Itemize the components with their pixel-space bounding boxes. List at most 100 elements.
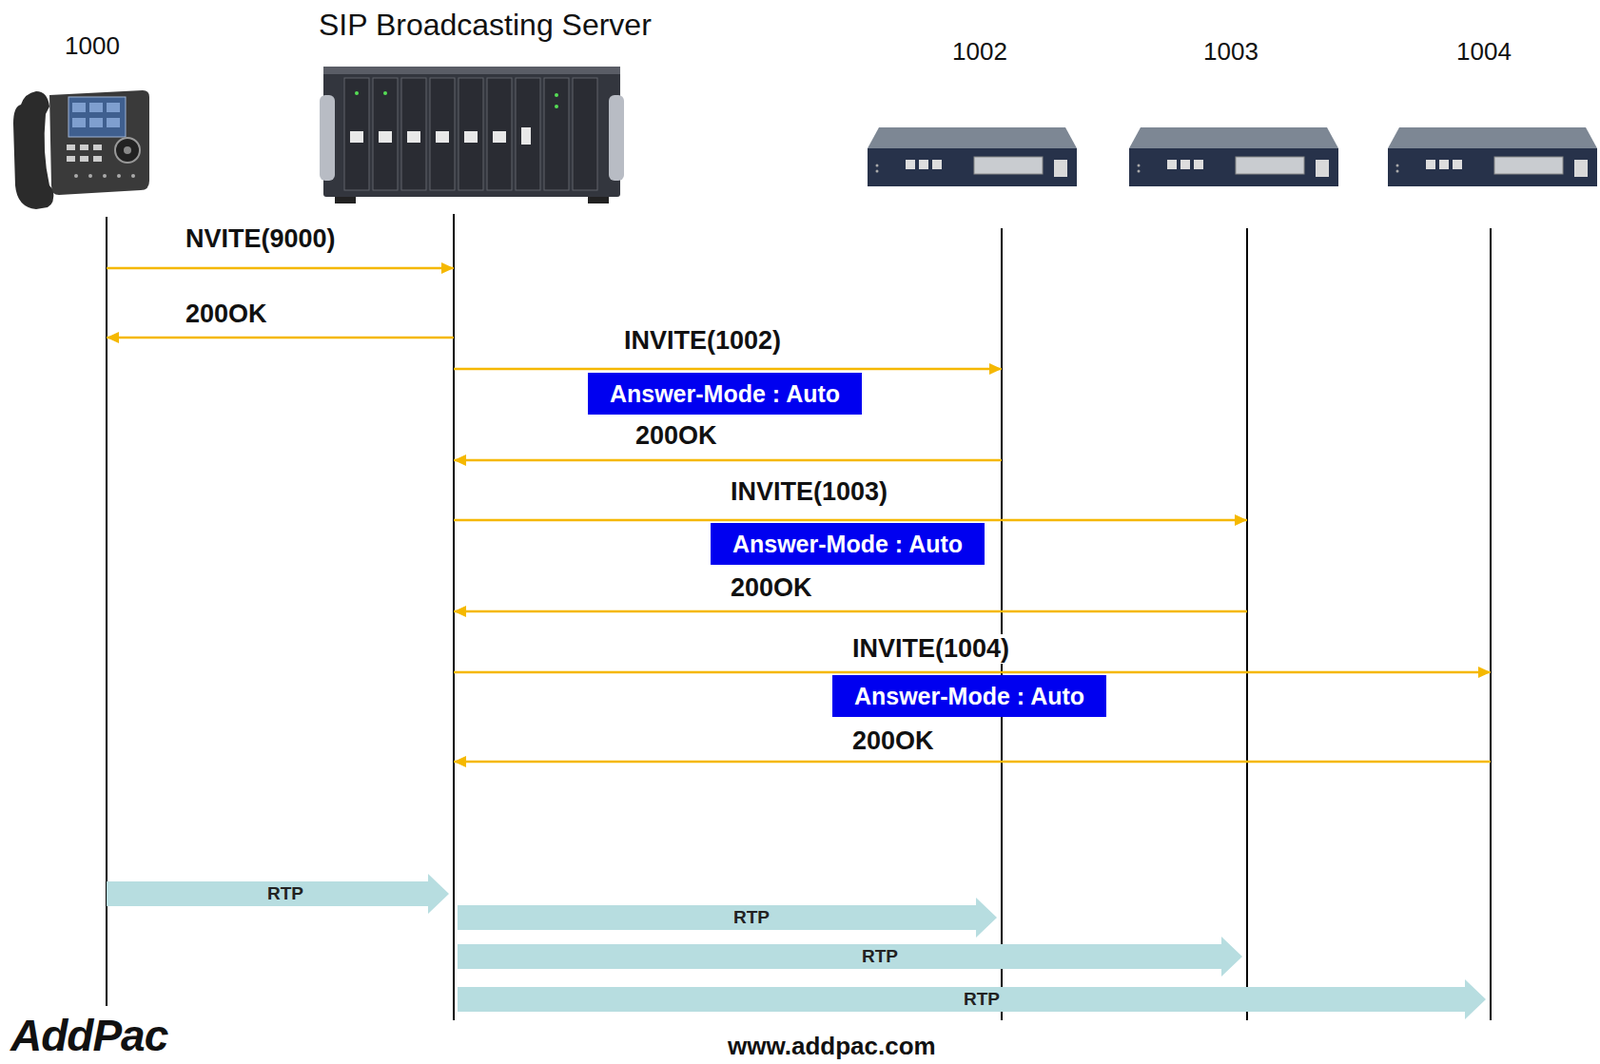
server-chassis-part (383, 91, 388, 96)
participant: 1002 (952, 37, 1008, 67)
server-chassis-part (521, 127, 531, 145)
server-chassis-part (372, 78, 398, 191)
arrow-head (453, 756, 467, 768)
stream-label: RTP (731, 907, 772, 929)
server-chassis-part (608, 95, 625, 181)
ip-phone-part (88, 174, 93, 178)
ip-phone-part (106, 117, 120, 128)
gateway-device-part (1396, 170, 1400, 174)
ip-phone-part (66, 144, 76, 151)
arrow-head (1234, 514, 1248, 527)
rtp-stream-arrow (457, 979, 1486, 1020)
ip-phone-part (72, 102, 86, 113)
rtp-arrow-body (457, 936, 1243, 977)
gateway-device-part (867, 127, 1077, 149)
ip-phone-part (93, 144, 102, 151)
website-url: www.addpac.com (727, 1033, 937, 1062)
gateway-device-part (1425, 159, 1436, 170)
gateway-device (1387, 127, 1598, 187)
participant: 1004 (1456, 37, 1512, 67)
ip-phone-part (72, 117, 86, 128)
participant-label: 1002 (952, 38, 1008, 67)
gateway-device-part (1387, 148, 1598, 187)
message-label: INVITE(1002) (622, 326, 783, 356)
header-tag: Answer-Mode : Auto (732, 530, 963, 559)
server-chassis (319, 66, 625, 204)
message-line (453, 368, 1002, 371)
ip-phone-part (66, 156, 76, 162)
answer-mode-box: Answer-Mode : Auto (832, 675, 1107, 718)
ip-phone-part (89, 102, 103, 113)
server-chassis-part (487, 78, 512, 191)
ip-phone-part (131, 174, 136, 178)
gateway-device-part (1387, 127, 1598, 149)
gateway-device-part (932, 159, 942, 170)
server-chassis-part (492, 131, 507, 143)
arrow-head (1478, 666, 1491, 679)
server-chassis-part (334, 196, 356, 204)
ip-phone-part (79, 144, 89, 151)
message-label: INVITE(1004) (850, 634, 1012, 664)
gateway-device-part (1235, 156, 1305, 175)
message-line (453, 760, 1491, 764)
server-chassis-part (401, 78, 427, 191)
sip-message-arrow (453, 605, 1248, 618)
message-line (453, 671, 1491, 675)
gateway-device-part (1180, 159, 1191, 170)
participant: 1000 (64, 31, 120, 61)
message-label: INVITE(1003) (728, 477, 890, 508)
gateway-device-part (918, 159, 929, 170)
server-chassis-part (435, 131, 449, 143)
arrow-head (453, 454, 467, 467)
company-logo: AddPac (10, 1011, 168, 1062)
arrow-head (453, 605, 467, 618)
ip-phone-part (115, 137, 140, 163)
gateway-device-part (1137, 164, 1141, 168)
gateway-device-part (1396, 164, 1400, 168)
server-chassis-part (378, 131, 392, 143)
ip-phone-part (117, 174, 121, 178)
sip-message-arrow (453, 756, 1491, 768)
server-chassis-part (429, 78, 455, 191)
rtp-arrow-body (457, 897, 997, 938)
ip-phone-part (13, 91, 54, 210)
gateway-device-part (1452, 159, 1463, 170)
gateway-device-part (1439, 159, 1449, 170)
header-tag: Answer-Mode : Auto (854, 682, 1085, 711)
gateway-device-part (876, 164, 879, 168)
gateway-device-part (905, 159, 916, 170)
server-chassis-part (319, 95, 335, 181)
lifelines-part (1489, 228, 1492, 1021)
rtp-arrow-body (457, 979, 1486, 1020)
lifelines (106, 214, 1491, 1021)
gateway-device (1129, 127, 1339, 187)
answer-mode-box: Answer-Mode : Auto (710, 523, 985, 566)
server-chassis-part (554, 93, 559, 98)
message-line (453, 459, 1002, 463)
message-label: NVITE(9000) (183, 224, 338, 254)
gateway-device-part (876, 170, 879, 174)
gateway-device (867, 127, 1077, 187)
arrow-head (441, 262, 454, 274)
stream-label: RTP (961, 989, 1002, 1011)
server-chassis-part (587, 196, 609, 204)
server-chassis-part (350, 131, 364, 143)
ip-phone-part (79, 156, 89, 162)
ip-phone-part (49, 90, 150, 196)
server-chassis-part (323, 66, 621, 197)
arrow-head (106, 331, 119, 344)
ip-phone-part (106, 102, 120, 113)
ip-phone-part (123, 146, 132, 155)
rtp-stream-arrow (457, 897, 997, 938)
message-line (453, 519, 1248, 523)
message-line (106, 267, 454, 271)
ip-phone-part (68, 97, 126, 137)
arrow-head (989, 363, 1002, 375)
lifelines-part (1000, 228, 1003, 1021)
participant-label: 1003 (1203, 38, 1259, 67)
message-label: 200OK (850, 726, 937, 757)
sip-message-arrow (453, 454, 1002, 467)
gateway-device-part (1137, 170, 1141, 174)
header-tag: Answer-Mode : Auto (609, 380, 840, 409)
